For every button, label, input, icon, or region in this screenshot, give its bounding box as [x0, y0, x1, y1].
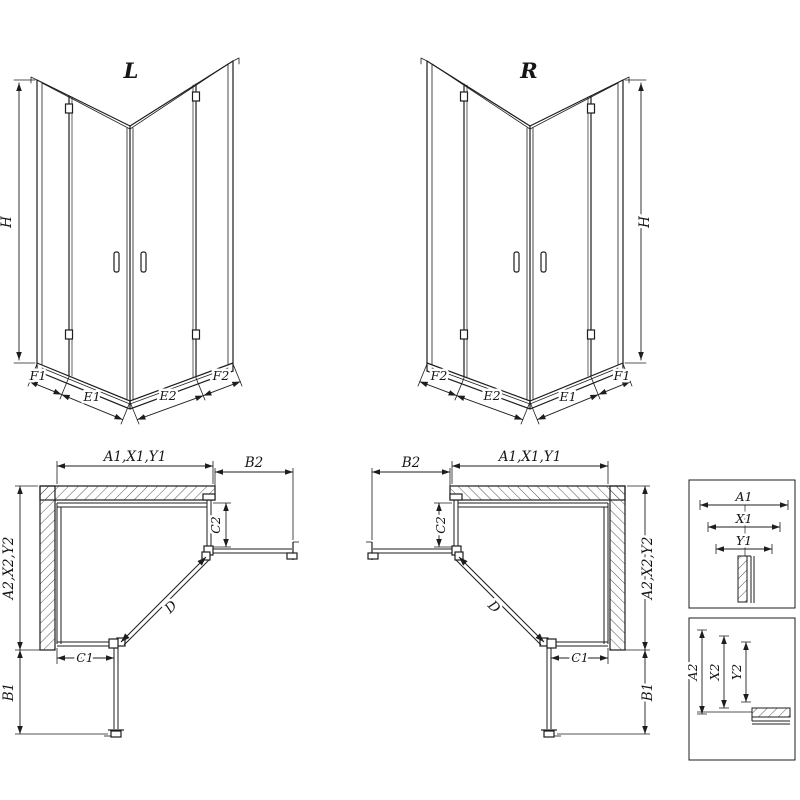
dim-label-a1x1y1: A1,X1,Y1 — [102, 449, 167, 465]
dim-label-e2: E2 — [482, 388, 500, 403]
detail-label-y2: Y2 — [729, 664, 744, 680]
right-3d-view: R H F2 E2 E1 F1 — [418, 58, 656, 424]
dim-label-d: D — [484, 597, 504, 617]
dim-label-b1: B1 — [640, 683, 656, 703]
detail-frame — [688, 479, 796, 609]
detail-box-bottom: A2 X2 Y2 — [683, 617, 796, 761]
left-plan-view: A1,X1,Y1 B2 C2 A2,X2,Y2 C1 D B1 — [0, 447, 299, 737]
dim-label-e1: E1 — [558, 389, 576, 404]
dim-label-c2: C2 — [208, 516, 223, 534]
dim-label-c1: C1 — [76, 650, 94, 665]
dim-label-d: D — [161, 598, 181, 618]
dim-label-h: H — [637, 216, 653, 229]
left-3d-view: L H F1 E1 E2 F2 — [0, 58, 242, 424]
dim-label-e2: E2 — [158, 388, 176, 403]
dim-label-b2: B2 — [401, 455, 421, 471]
dim-label-b2: B2 — [244, 455, 264, 471]
variant-r-label: R — [519, 58, 537, 83]
dim-label-h: H — [0, 216, 15, 229]
detail-label-a2: A2 — [685, 663, 700, 681]
dim-label-c2: C2 — [433, 516, 448, 534]
detail-label-x2: X2 — [707, 664, 722, 682]
dim-label-e1: E1 — [82, 389, 100, 404]
detail-frame — [688, 617, 796, 761]
detail-label-a1: A1 — [735, 489, 753, 504]
variant-l-label: L — [123, 58, 139, 83]
dim-label-a1x1y1: A1,X1,Y1 — [497, 449, 562, 465]
dim-label-f2: F2 — [212, 368, 230, 383]
dim-label-f1: F1 — [29, 368, 47, 383]
detail-label-y1: Y1 — [736, 533, 752, 548]
dim-label-b1: B1 — [1, 683, 17, 703]
dim-label-c1: C1 — [571, 650, 589, 665]
dim-label-f1: F1 — [613, 368, 631, 383]
detail-label-x1: X1 — [735, 511, 753, 526]
dim-label-a2x2y2: A2,X2,Y2 — [1, 537, 17, 602]
dim-label-a2x2y2: A2,X2,Y2 — [640, 537, 656, 602]
detail-box-top: A1 X1 Y1 — [688, 479, 796, 609]
dim-label-f2: F2 — [430, 368, 448, 383]
right-plan-view: B2 A1,X1,Y1 C2 A2,X2,Y2 C1 D B1 — [366, 447, 659, 737]
